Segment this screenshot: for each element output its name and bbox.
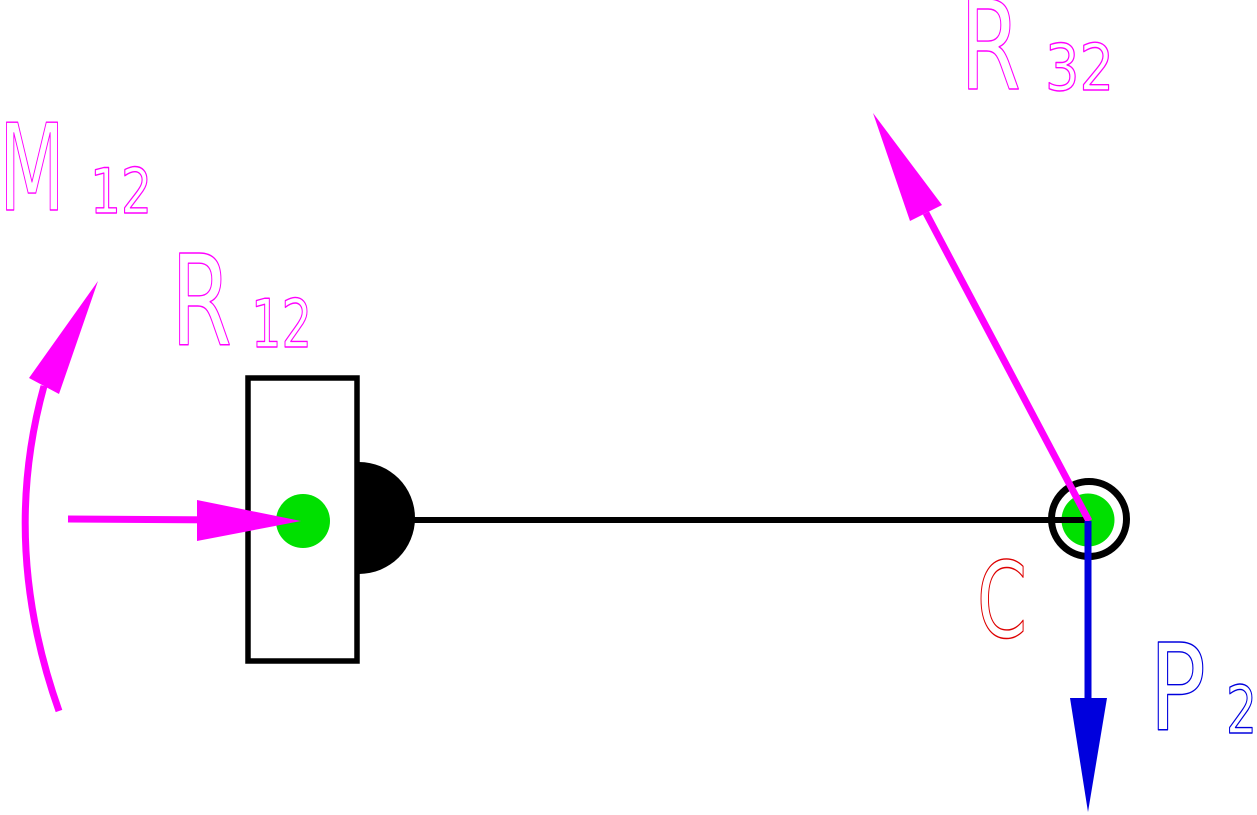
label-r32-subscript: 32 [1045,32,1114,106]
moment-m12-arrowhead [29,281,98,394]
label-m12: M 12 [0,99,153,239]
force-r12-arrowhead [197,500,301,541]
label-r32-base: R [960,0,1021,119]
force-r32-arrowhead [873,113,942,221]
label-r12: R 12 [170,227,312,375]
label-p2-base: P [1149,620,1206,759]
force-p2-arrowhead [1070,698,1107,812]
label-point-c: C [977,540,1027,662]
label-r32: R 32 [959,0,1114,120]
label-p2-subscript: 2 [1226,672,1257,749]
label-p2: P 2 [1148,619,1257,759]
label-m12-subscript: 12 [90,155,152,228]
label-m12-base: M [0,100,65,239]
force-r32-shaft [922,211,1093,523]
moment-m12-arc [21,385,63,713]
label-r12-subscript: 12 [251,285,312,363]
pin-joint-o2 [276,494,330,548]
label-r12-base: R [171,228,232,375]
